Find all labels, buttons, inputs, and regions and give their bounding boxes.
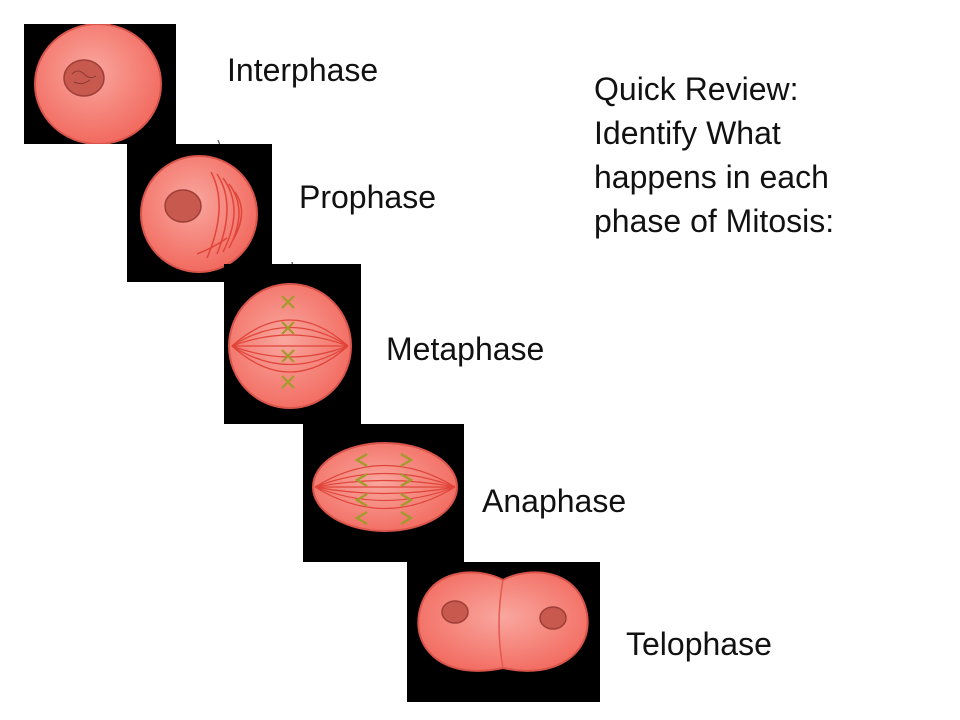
- nucleus: [164, 189, 202, 223]
- review-line: phase of Mitosis:: [594, 203, 835, 239]
- metaphase-illustration: [224, 264, 361, 424]
- phase-label-prophase: Prophase: [299, 179, 436, 215]
- phase-label-telophase: Telophase: [626, 626, 772, 662]
- phase-label-interphase: Interphase: [227, 52, 379, 88]
- chromosomes: [281, 295, 295, 389]
- phase-label-metaphase: Metaphase: [386, 331, 545, 367]
- phase-label-anaphase: Anaphase: [482, 483, 627, 519]
- review-line: happens in each: [594, 159, 829, 195]
- telophase-illustration: [407, 562, 600, 702]
- nucleus-left: [441, 600, 469, 624]
- chromosomes: [354, 452, 414, 526]
- quick-review-prompt: Quick Review: Identify What happens in e…: [594, 67, 834, 243]
- review-line: Quick Review:: [594, 71, 799, 107]
- prophase-illustration: [127, 144, 272, 282]
- interphase-illustration: [24, 24, 176, 144]
- nucleus: [63, 59, 105, 97]
- spindle-fibers: [314, 465, 456, 509]
- anaphase-illustration: [303, 424, 464, 562]
- nucleus-right: [539, 606, 567, 630]
- review-line: Identify What: [594, 115, 781, 151]
- spindle-fibers: [231, 319, 349, 373]
